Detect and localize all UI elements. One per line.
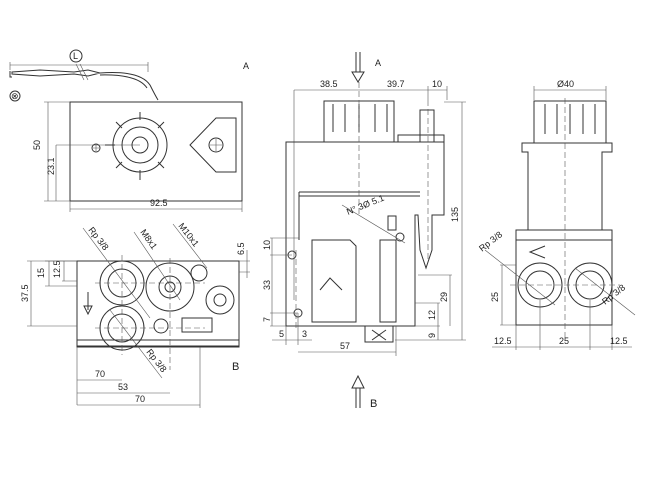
side-view: Ø40 Rp 3/8 Rp 3/8 25 12.5 25 12.5	[477, 79, 636, 350]
view-label-b: B	[232, 361, 239, 373]
dim-12-5: 12.5	[52, 260, 62, 278]
dim-dia40: Ø40	[557, 79, 574, 89]
arrow-label-b: B	[370, 398, 377, 410]
dim-5: 5	[279, 329, 284, 339]
dim-15: 15	[36, 268, 46, 278]
thread-out: Rp 3/8	[144, 347, 168, 374]
dim-53: 53	[118, 382, 128, 392]
view-label-a: A	[243, 61, 249, 71]
dim-29: 29	[439, 292, 449, 302]
dim-38-5: 38.5	[320, 79, 338, 89]
dim-12: 12	[427, 310, 437, 320]
dim-10: 10	[262, 240, 272, 250]
dim-25-h: 25	[559, 336, 569, 346]
dim-12-5-left: 12.5	[494, 336, 512, 346]
thread-m8: M8x1	[138, 227, 159, 251]
dim-25-v: 25	[490, 292, 500, 302]
dim-width: 92.5	[150, 198, 168, 208]
dim-dial: 23.1	[46, 157, 56, 175]
front-view: A 38.5 39.7 10 N° 3Ø 5.1 135 10 33 7 5 3…	[262, 52, 466, 410]
probe-symbol: ⊗	[11, 91, 19, 101]
dim-6-5: 6.5	[236, 242, 246, 255]
thread-left: Rp 3/8	[477, 229, 504, 253]
thread-in: Rp 3/8	[86, 225, 110, 252]
dim-70a: 70	[95, 369, 105, 379]
top-left-view: L ⊗ 50 23.1 A 92.5	[9, 49, 249, 212]
dim-3: 3	[302, 329, 307, 339]
dim-12-5-right: 12.5	[610, 336, 628, 346]
dim-70b: 70	[135, 394, 145, 404]
dim-7: 7	[262, 317, 272, 322]
dim-height: 50	[32, 140, 42, 150]
bottom-left-view: Rp 3/8 M8x1 M10x1 Rp 3/8 6.5 15 12.5 37.…	[20, 221, 250, 408]
dim-57: 57	[340, 341, 350, 351]
dim-39-7: 39.7	[387, 79, 405, 89]
dim-135: 135	[450, 207, 460, 222]
length-symbol: L	[73, 51, 78, 61]
arrow-label-a: A	[375, 58, 381, 68]
dim-10-top: 10	[432, 79, 442, 89]
dim-33: 33	[262, 280, 272, 290]
dim-9: 9	[427, 333, 437, 338]
dim-37-5: 37.5	[20, 284, 30, 302]
